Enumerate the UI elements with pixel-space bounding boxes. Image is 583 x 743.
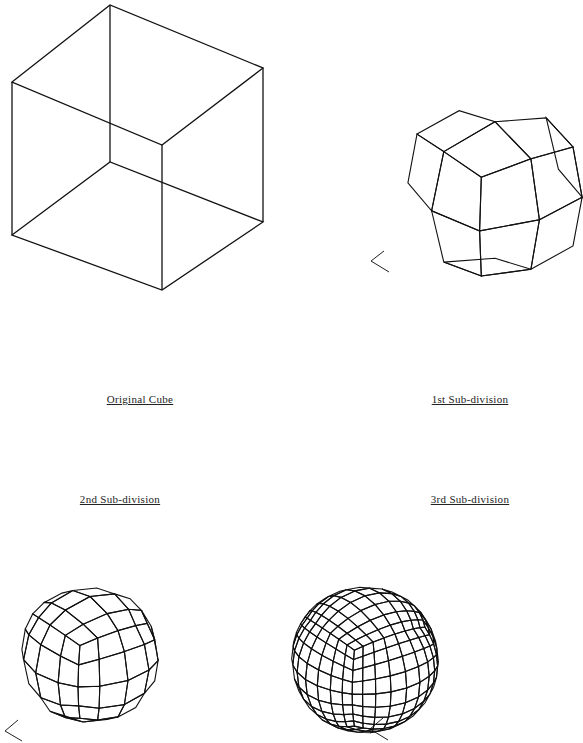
mesh-face (351, 596, 376, 611)
mesh-face (312, 706, 327, 719)
mesh-face (338, 602, 361, 618)
mesh-face (420, 627, 430, 636)
mesh-face (352, 681, 363, 694)
mesh-face (25, 614, 38, 635)
mesh-face (355, 588, 380, 596)
caption: 3rd Sub-division (431, 493, 509, 505)
mesh-face (408, 134, 444, 211)
mesh-face (330, 626, 347, 639)
mesh-face (136, 623, 155, 644)
mesh-face (363, 694, 376, 707)
mesh-face (444, 258, 531, 276)
mesh-face (546, 118, 582, 197)
mesh-face (24, 660, 41, 698)
caption: Original Cube (107, 393, 174, 405)
mesh-face (366, 630, 384, 642)
mesh-face (33, 602, 52, 617)
mesh-face (79, 638, 100, 665)
mesh-face (312, 603, 323, 612)
mesh-face (65, 597, 107, 625)
mesh-face (322, 620, 338, 633)
mesh-face (65, 624, 97, 645)
mesh-face (58, 656, 79, 687)
mesh-face (386, 644, 402, 661)
mesh-face (370, 615, 390, 630)
mesh-face (417, 111, 495, 152)
mesh-face (406, 667, 420, 688)
mesh-face (339, 633, 356, 645)
mesh-face (480, 159, 540, 231)
axis-mark (5, 251, 389, 741)
mesh-face (317, 628, 330, 643)
mesh-face (395, 631, 410, 644)
mesh-face (358, 620, 378, 635)
subdivision-meshes (22, 111, 582, 733)
mesh-face (480, 220, 540, 276)
mesh-face (78, 686, 100, 708)
mesh-face (36, 673, 61, 705)
mesh-face (129, 609, 148, 625)
mesh-face (347, 640, 363, 650)
mesh-face (400, 601, 414, 611)
mesh-face (363, 679, 376, 694)
caption: 1st Sub-division (432, 393, 509, 405)
mesh-face (338, 618, 358, 633)
mesh-face (342, 693, 352, 705)
mesh-face (24, 635, 41, 673)
mesh-face (347, 627, 366, 640)
mesh-face (118, 626, 144, 652)
mesh-face (107, 609, 136, 630)
mesh-face (299, 643, 312, 664)
mesh-face (378, 625, 395, 638)
mesh-face (348, 611, 370, 627)
mesh-face (99, 652, 128, 687)
mesh-face (329, 611, 348, 626)
mesh-face (495, 118, 573, 159)
mesh-face (384, 634, 399, 648)
mesh-face (98, 631, 125, 660)
mesh-face (312, 637, 327, 655)
mesh-face (73, 588, 115, 597)
mesh-face (115, 594, 142, 611)
mesh-face (363, 707, 376, 718)
mesh-face (376, 692, 392, 707)
mesh-face (444, 122, 531, 178)
caption: 2nd Sub-division (80, 493, 160, 505)
mesh-face (531, 197, 582, 269)
mesh-face (78, 659, 100, 687)
mesh-face (354, 646, 364, 659)
mesh-face (144, 661, 158, 694)
mesh-face (531, 147, 582, 220)
mesh-face (344, 714, 354, 722)
mesh-face (99, 681, 128, 709)
mesh-face (363, 642, 374, 656)
mesh-face (361, 605, 384, 621)
original-cube (12, 5, 263, 290)
mesh-face (36, 645, 61, 683)
mesh-face (331, 661, 344, 679)
mesh-face (414, 611, 423, 620)
mesh-face (330, 675, 342, 692)
mesh-face (301, 611, 311, 624)
mesh-face (299, 687, 312, 706)
mesh-face (343, 705, 353, 715)
mesh-face (375, 706, 391, 717)
mesh-face (144, 640, 158, 670)
mesh-face (390, 688, 406, 706)
mesh-face (352, 694, 363, 706)
mesh-face (83, 614, 118, 639)
mesh-face (418, 620, 425, 628)
mesh-face (432, 152, 482, 231)
mesh-face (118, 693, 144, 717)
mesh-face (50, 610, 83, 635)
mesh-face (425, 635, 434, 646)
mesh-face (356, 635, 373, 646)
mesh-face (61, 635, 80, 665)
